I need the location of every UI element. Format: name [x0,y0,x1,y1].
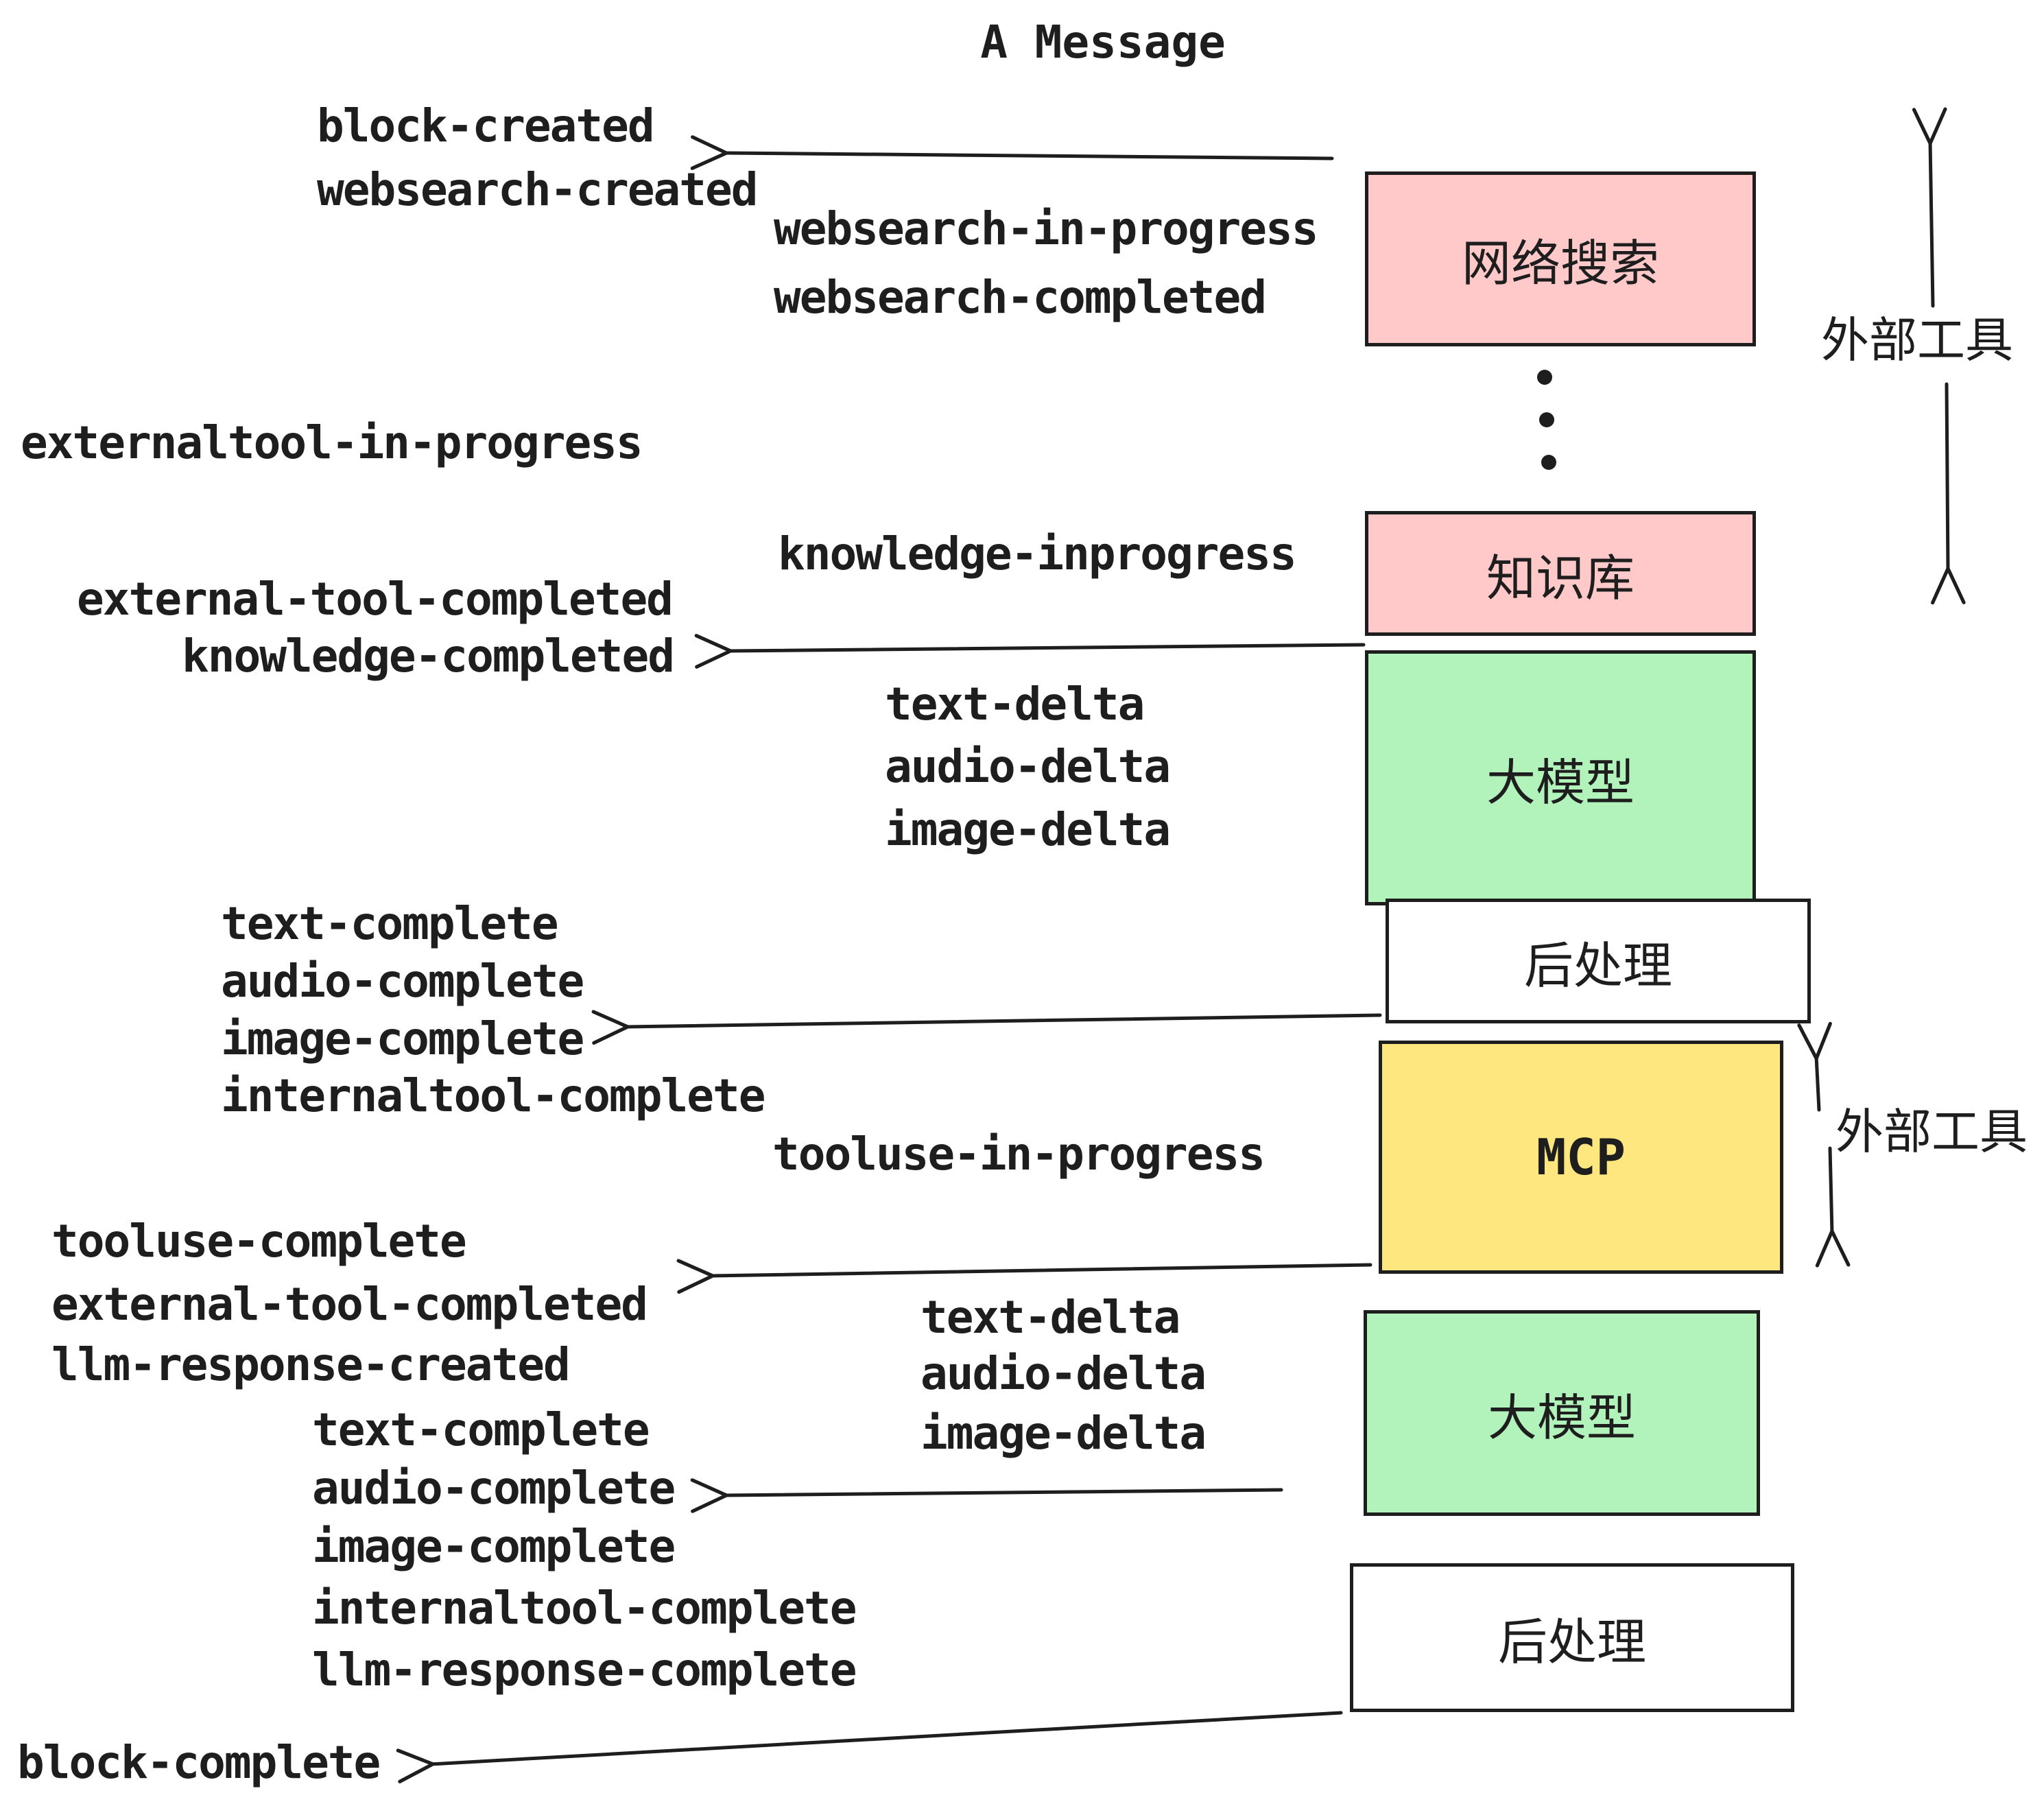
event-text-delta-1: text-delta [885,678,1145,731]
arrow-external-tools-1-up [1912,107,1947,308]
event-text-complete-2: text-complete [312,1403,650,1456]
box-llm-1: 大模型 [1365,650,1756,905]
event-llm-response-created: llm-response-created [51,1338,571,1391]
event-websearch-in-progress: websearch-in-progress [774,202,1318,255]
event-internaltool-complete-1: internaltool-complete [221,1069,765,1122]
event-block-complete: block-complete [17,1736,381,1789]
event-llm-response-complete: llm-response-complete [312,1643,857,1696]
box-llm-2: 大模型 [1364,1310,1760,1516]
event-websearch-created: websearch-created [317,163,759,216]
event-image-complete-1: image-complete [221,1012,584,1065]
arrow-to-image-complete [591,1010,1382,1045]
event-tooluse-complete: tooluse-complete [51,1215,467,1268]
event-knowledge-inprogress: knowledge-inprogress [778,527,1297,580]
arrow-external-tools-2-up [1797,1021,1832,1112]
event-internaltool-complete-2: internaltool-complete [312,1582,857,1635]
arrow-to-audio-complete [690,1478,1283,1513]
ellipsis-dot [1541,455,1556,470]
event-knowledge-completed: knowledge-completed [182,630,675,683]
box-postprocess-2: 后处理 [1350,1563,1794,1712]
arrow-to-block-complete [396,1711,1343,1783]
arrow-to-tooluse-complete [676,1259,1372,1294]
event-websearch-completed: websearch-completed [774,271,1267,324]
box-mcp: MCP [1379,1041,1783,1274]
event-image-delta-1: image-delta [885,803,1171,856]
event-tooluse-in-progress: tooluse-in-progress [772,1128,1265,1180]
box-postprocess-1: 后处理 [1386,899,1811,1023]
arrow-to-block-created [690,135,1334,170]
event-externaltool-in-progress: externaltool-in-progress [21,416,643,469]
event-audio-delta-1: audio-delta [885,740,1171,793]
event-audio-complete-1: audio-complete [221,955,584,1008]
ellipsis-dot [1537,370,1552,385]
event-audio-complete-2: audio-complete [312,1462,676,1515]
event-external-tool-completed: external-tool-completed [77,573,674,626]
event-audio-delta-2: audio-delta [920,1347,1207,1400]
box-knowledge: 知识库 [1365,511,1756,636]
ellipsis-dot [1539,412,1554,427]
arrow-external-tools-2-down [1815,1146,1851,1268]
diagram-title: A Message [980,16,1226,69]
label-external-tools-2: 外部工具 [1835,1105,2028,1159]
event-text-complete-1: text-complete [221,897,559,950]
event-image-complete-2: image-complete [312,1520,676,1573]
event-external-tool-completed-2: external-tool-completed [51,1278,648,1331]
arrow-to-knowledge-completed [694,634,1366,669]
event-image-delta-2: image-delta [920,1407,1207,1460]
arrow-external-tools-1-down [1931,382,1966,605]
event-text-delta-2: text-delta [920,1291,1180,1344]
box-websearch: 网络搜索 [1365,171,1756,346]
event-block-created: block-created [317,99,655,152]
label-external-tools-1: 外部工具 [1821,313,2013,367]
